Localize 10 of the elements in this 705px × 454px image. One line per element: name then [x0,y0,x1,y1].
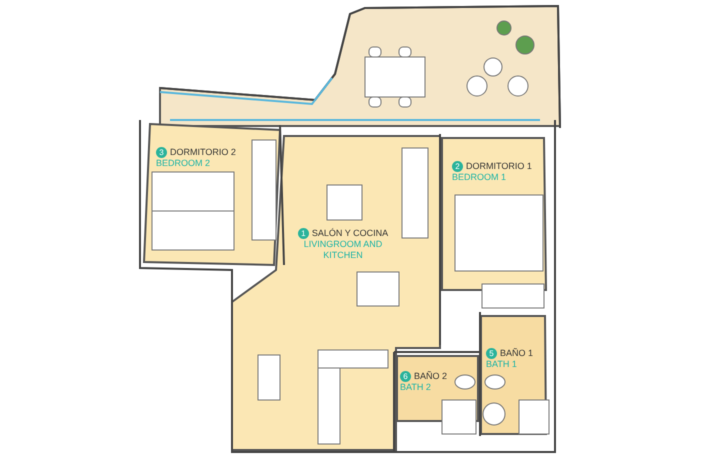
room-name: DORMITORIO 1 [466,161,532,172]
room-name-english: BATH 1 [486,359,518,370]
room-name: BAÑO 1 [500,348,534,358]
room-name: DORMITORIO 2 [170,147,236,158]
room-name-english: BEDROOM 1 [452,172,508,184]
room-name: BAÑO 2 [414,371,448,382]
room-name: SALÓN Y COCINA [312,228,388,238]
room-name-english: BEDROOM 2 [156,158,212,170]
room-name-english: LIVINGROOM AND KITCHEN [302,239,384,262]
room-name-english: BATH 2 [400,382,432,394]
